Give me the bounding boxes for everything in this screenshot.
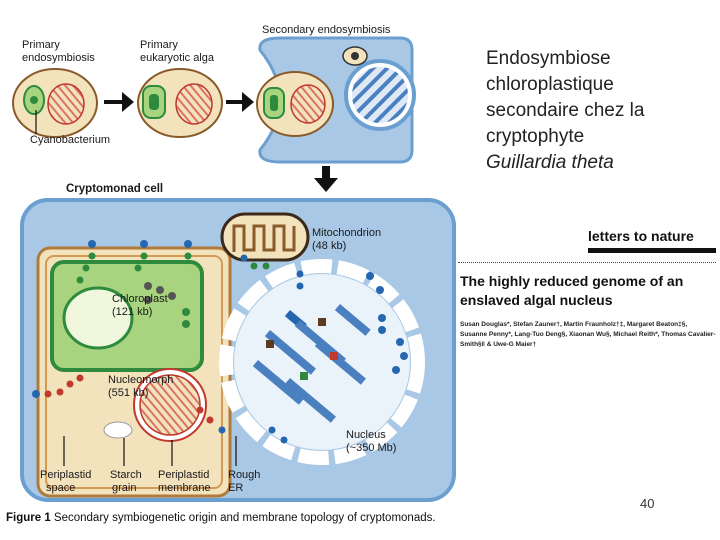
primary-endosymbiosis-label: Primary endosymbiosis (22, 39, 95, 64)
targeting-markers (32, 240, 408, 444)
primary-endosymbiosis-cell (12, 68, 98, 138)
chloroplast (50, 260, 204, 372)
arrow-1 (104, 92, 134, 112)
arrow-2 (226, 92, 254, 112)
secondary-endosymbiosis-cell (256, 36, 416, 164)
slide-title-line-3: secondaire chez la (486, 100, 645, 121)
secondary-endosymbiosis-label: Secondary endosymbiosis (262, 24, 391, 36)
chloroplast-label: Chloroplast (121 kb) (112, 293, 171, 318)
starch-grain-label: Starch grain (110, 469, 145, 494)
arrow-down (314, 166, 338, 192)
page-number: 40 (640, 496, 655, 511)
paper-authors: Susan Douglas*, Stefan Zauner†, Martin F… (460, 321, 716, 348)
dotted-rule (458, 262, 716, 263)
primary-alga-cell (137, 68, 223, 138)
rough-er-label: Rough ER (228, 469, 263, 494)
slide-title-species: Guillardia theta (486, 152, 614, 173)
nucleus (219, 259, 425, 465)
cyanobacterium-label: Cyanobacterium (30, 134, 110, 146)
bottom-pointers (63, 436, 237, 466)
slide-title-line-4: cryptophyte (486, 126, 585, 147)
paper-excerpt: letters to nature The highly reduced gen… (458, 228, 716, 358)
mitochondrion-label: Mitochondrion (48 kb) (312, 227, 384, 252)
primary-alga-label: Primary eukaryotic alga (140, 39, 215, 64)
paper-title: The highly reduced genome of an enslaved… (460, 273, 684, 308)
slide-title: Endosymbiose chloroplastique secondaire … (486, 46, 716, 176)
figure-caption-text: Secondary symbiogenetic origin and membr… (50, 512, 436, 524)
slide-title-line-1: Endosymbiose (486, 48, 611, 69)
figure-caption: Figure 1 Secondary symbiogenetic origin … (6, 512, 436, 524)
periplastid-space-label: Periplastid space (40, 469, 94, 494)
cryptomonad-cell-label: Cryptomonad cell (66, 183, 163, 195)
journal-rule (588, 248, 716, 253)
mitochondrion (220, 212, 310, 262)
nucleus-label: Nucleus (~350 Mb) (346, 429, 396, 454)
slide-title-line-2: chloroplastique (486, 74, 614, 95)
figure-caption-label: Figure 1 (6, 512, 51, 524)
periplastid-membrane-label: Periplastid membrane (158, 469, 212, 494)
journal-name: letters to nature (588, 228, 694, 244)
nucleomorph (103, 368, 207, 442)
nucleomorph-label: Nucleomorph (551 kb) (108, 374, 176, 399)
